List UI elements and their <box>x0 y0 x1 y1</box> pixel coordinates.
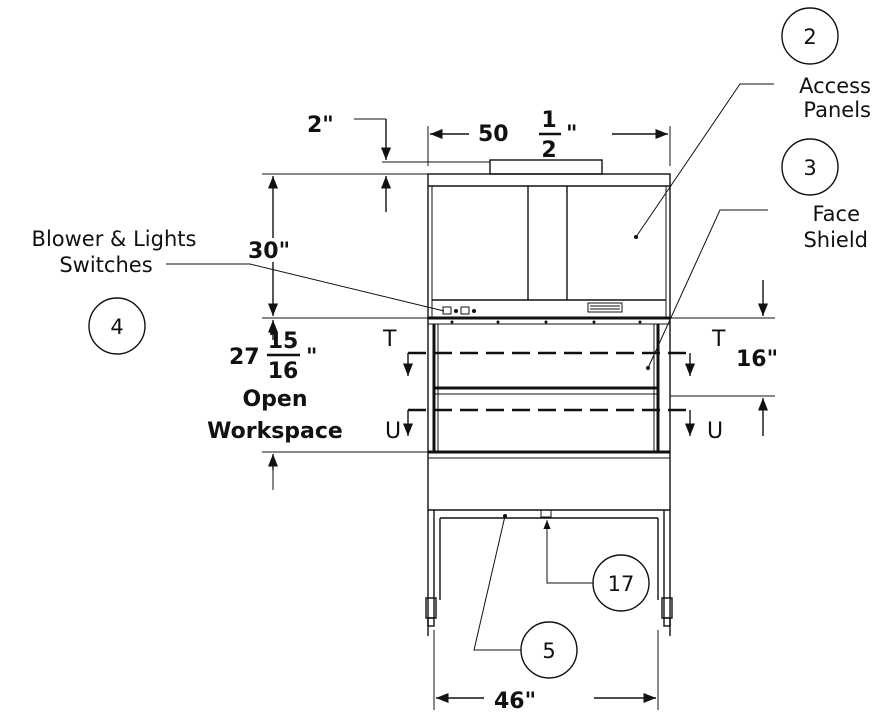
dim-bottom-width-label: 46" <box>494 689 536 714</box>
dim-sash <box>670 280 775 436</box>
dim-open-height-den: 16 <box>268 359 299 384</box>
callout-2-circle <box>781 7 839 65</box>
face-label-line1: Face <box>813 202 861 226</box>
access-leader <box>635 83 774 238</box>
access-label-line1: Access <box>799 74 871 98</box>
callout-4-number: 4 <box>110 315 123 339</box>
open-label: Open <box>242 387 307 412</box>
face-label-line2: Shield <box>803 228 868 252</box>
callout-3-circle <box>781 138 839 196</box>
section-label-u-left: U <box>385 419 401 444</box>
blower-leader <box>166 263 445 312</box>
dim-top-gap <box>354 118 490 212</box>
callout-5-leader-dot <box>503 514 507 518</box>
callout-17-number: 17 <box>608 572 635 596</box>
section-label-u-right: U <box>707 419 723 444</box>
section-label-t-left: T <box>382 327 397 352</box>
access-leader-dot <box>634 235 638 239</box>
cabinet-body <box>425 159 673 636</box>
dim-open-height-num: 15 <box>268 329 299 354</box>
dim-open-height <box>262 320 428 490</box>
face-leader <box>647 209 768 369</box>
access-label-line2: Panels <box>803 98 871 122</box>
dim-top-width <box>427 126 671 166</box>
section-lines <box>402 351 696 436</box>
callout-4-circle <box>88 297 146 355</box>
callout-5-number: 5 <box>542 639 555 663</box>
face-leader-dot <box>646 366 650 370</box>
callout-2-number: 2 <box>803 25 816 49</box>
dim-top-width-whole: 50 <box>478 122 509 147</box>
dim-upper-height-label: 30" <box>248 239 290 264</box>
callout-5-leader <box>473 515 521 651</box>
dim-top-gap-label: 2" <box>307 113 334 138</box>
blower-label-line2: Switches <box>59 253 152 277</box>
dim-bottom-width <box>433 630 659 710</box>
callout-3-number: 3 <box>803 156 816 180</box>
dim-sash-label: 16" <box>736 347 778 372</box>
dim-top-width-unit: " <box>566 122 577 147</box>
dim-top-width-den: 2 <box>541 138 556 163</box>
blower-label-line1: Blower & Lights <box>32 227 197 251</box>
section-label-t-right: T <box>711 327 726 352</box>
dim-upper-height <box>262 173 428 319</box>
callout-17-leader <box>543 520 593 584</box>
workspace-label: Workspace <box>207 419 343 444</box>
dim-open-height-whole: 27 <box>229 345 260 370</box>
dim-top-width-num: 1 <box>541 108 556 133</box>
dim-open-height-unit: " <box>306 345 317 370</box>
